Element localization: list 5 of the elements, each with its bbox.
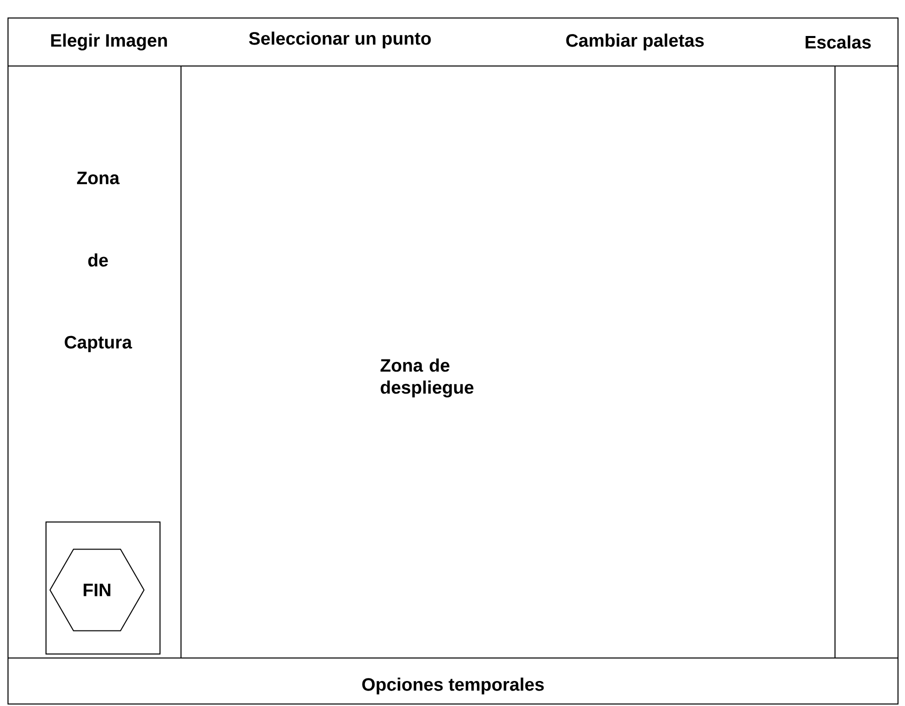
button-frame	[46, 522, 160, 654]
side-panel	[834, 66, 898, 658]
options-bar: Opciones temporales	[8, 658, 898, 704]
menu-bar: Elegir Imagen Seleccionar un punto Cambiar paletas Escalas	[8, 18, 898, 66]
display-panel: Zona de despliegue	[180, 66, 836, 658]
